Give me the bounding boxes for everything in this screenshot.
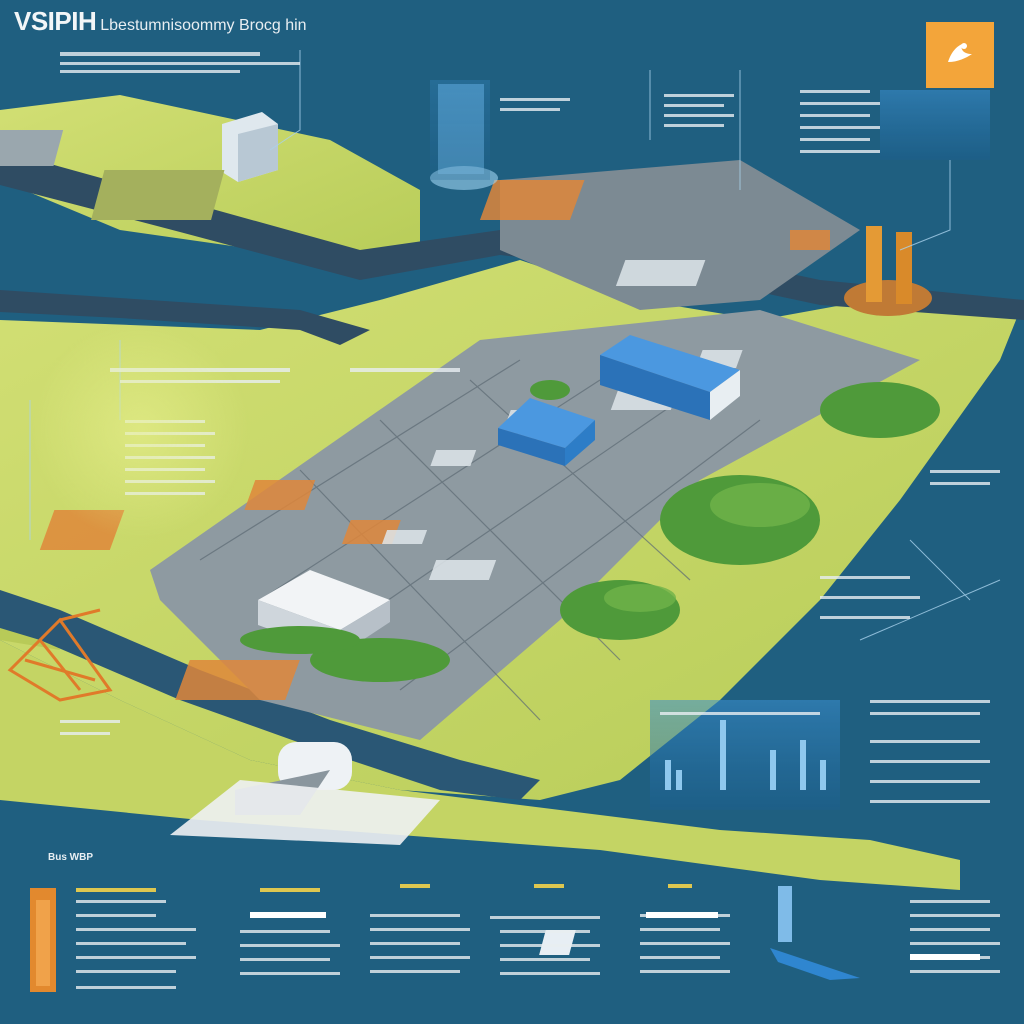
title-main: VSIPIH (14, 6, 97, 36)
tower-building (222, 112, 278, 182)
south-land (0, 640, 960, 890)
footer-headings (250, 912, 980, 960)
footer-highlights (76, 884, 692, 892)
bird-logo-icon (948, 43, 972, 62)
footer-heading: Bus WBP (48, 852, 93, 863)
title-subtitle: Lbestumnisoommy Brocg hin (100, 17, 307, 34)
factory-left (0, 130, 225, 220)
side-road (0, 290, 370, 345)
logo-badge (926, 22, 994, 88)
storage-tank (170, 742, 440, 845)
footer-text-lines (76, 900, 1000, 989)
top-right-panel (880, 90, 990, 160)
panel-bars (665, 720, 826, 790)
building-blocks (382, 260, 743, 580)
ship-icon (539, 886, 860, 980)
blue-warehouse-small (498, 398, 595, 466)
stats-panel (650, 700, 840, 810)
tower-glow-panel (430, 80, 490, 180)
crane-icon (7, 608, 113, 702)
port-zone (500, 160, 860, 310)
blue-warehouse-large (600, 335, 740, 420)
tree-highlights (604, 483, 810, 612)
glow-orb (30, 320, 250, 540)
tower-icon (30, 888, 56, 992)
river-channel (0, 590, 540, 800)
